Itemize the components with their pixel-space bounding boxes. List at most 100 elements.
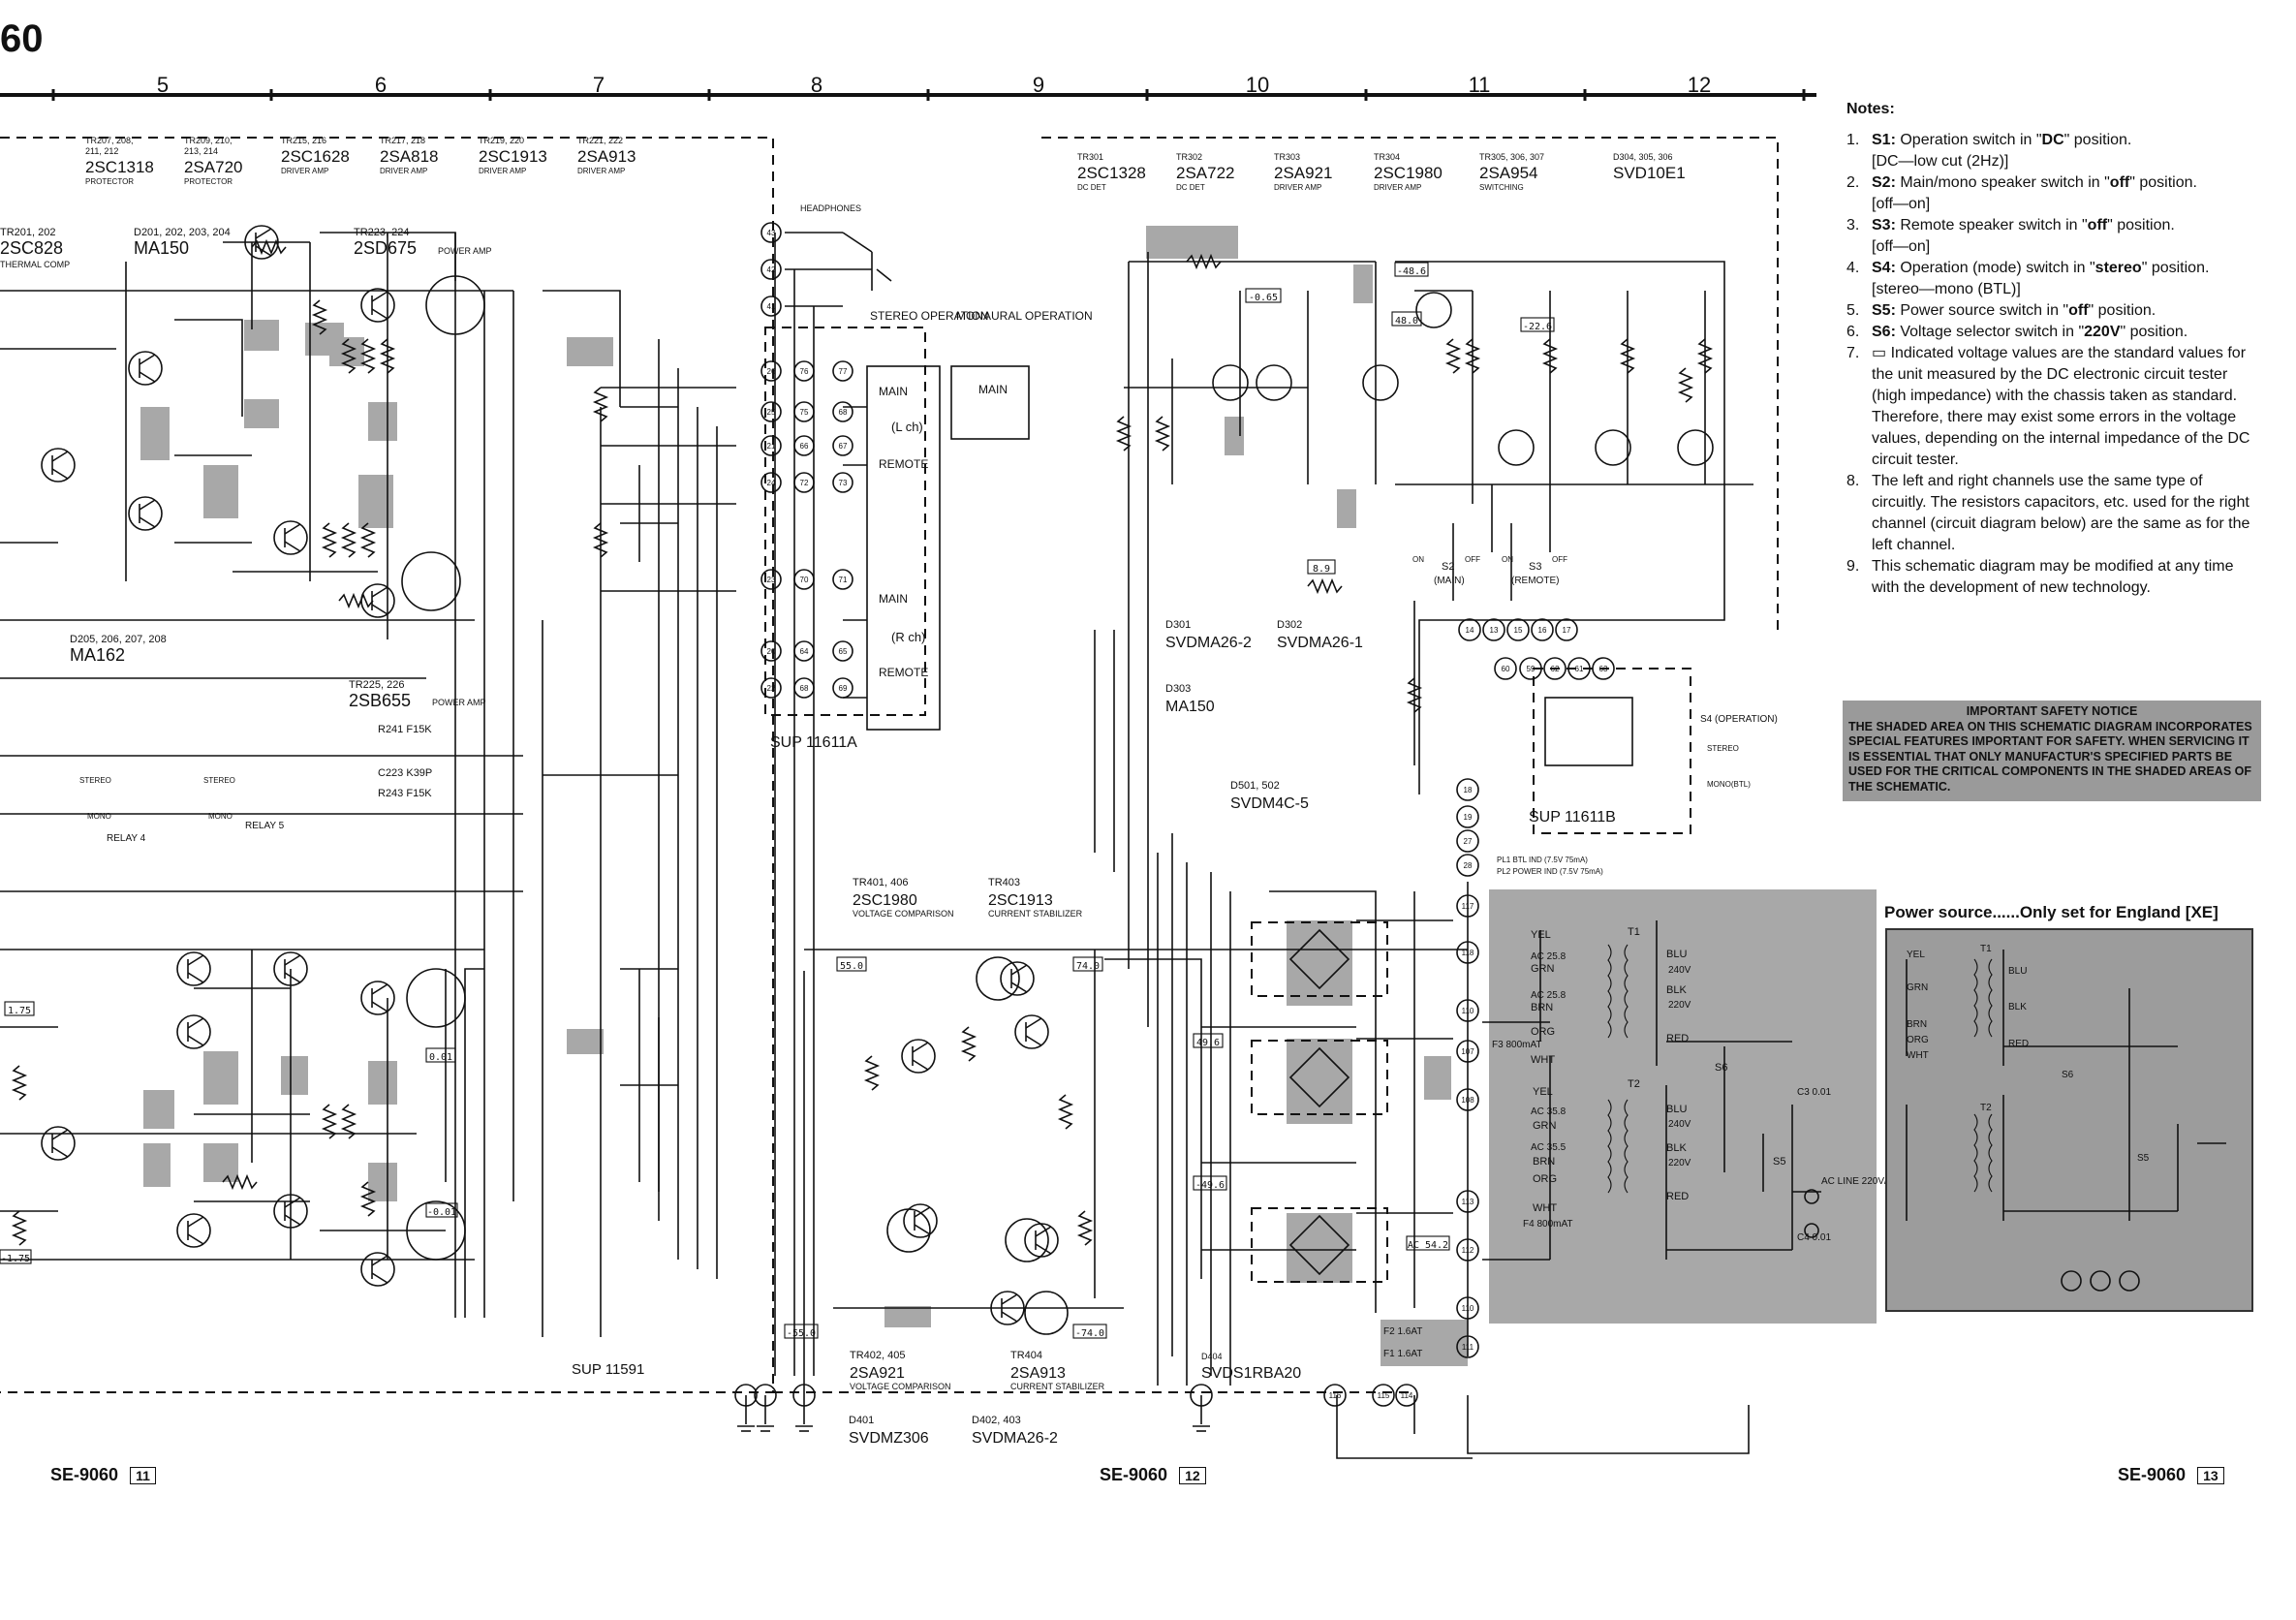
terminal-node: 42 bbox=[760, 259, 782, 280]
tr201-label: TR201, 202 bbox=[0, 227, 55, 238]
svg-text:17: 17 bbox=[1563, 626, 1571, 635]
col-7: 7 bbox=[593, 73, 605, 97]
component-labels: TR201, 202 2SC828 THERMAL COMP D201, 202… bbox=[0, 203, 1778, 1447]
svg-text:2SA954: 2SA954 bbox=[1479, 164, 1538, 182]
resistor-symbol bbox=[960, 1026, 977, 1062]
england-power-schematic: YEL GRN BRN ORG WHT BLU BLK RED T1 T2 S6… bbox=[1906, 944, 2226, 1292]
svg-text:19: 19 bbox=[1464, 813, 1473, 822]
note-1: 1. S1: Operation switch in "DC" position. bbox=[1846, 130, 2253, 151]
ground-symbol bbox=[1193, 1425, 1210, 1432]
svg-text:28: 28 bbox=[1464, 861, 1473, 870]
vbox-486: -48.6 bbox=[1394, 262, 1429, 277]
terminal-node: 23 bbox=[760, 569, 782, 590]
notes-panel: Notes: 1.S1: Operation switch in "DC" po… bbox=[1846, 99, 2253, 599]
svg-text:-1.75: -1.75 bbox=[1, 1254, 30, 1264]
terminal-node: 110 bbox=[1456, 999, 1479, 1022]
bridge-rectifier bbox=[1251, 1040, 1388, 1115]
svg-text:49.6: 49.6 bbox=[1196, 1038, 1220, 1048]
vbox-m175: -1.75 bbox=[0, 1249, 32, 1264]
note-number: 2. bbox=[1846, 174, 1860, 191]
resistor-symbol bbox=[592, 387, 609, 422]
svg-text:TR221, 222: TR221, 222 bbox=[577, 136, 623, 145]
note-subtext: [off—on] bbox=[1872, 238, 1931, 255]
svg-text:DRIVER AMP: DRIVER AMP bbox=[1274, 183, 1321, 192]
svg-text:-22.6: -22.6 bbox=[1523, 322, 1552, 332]
notes-list: 1. S1: Operation switch in "DC" position.… bbox=[1846, 130, 2253, 599]
svg-text:2SA913: 2SA913 bbox=[577, 147, 636, 166]
stereo-op-text: STEREO OPERATION bbox=[870, 309, 988, 323]
svg-text:1.75: 1.75 bbox=[8, 1006, 31, 1016]
note-subtext: Therefore, there may exist some errors i… bbox=[1872, 409, 2250, 468]
svg-text:112: 112 bbox=[1462, 1246, 1474, 1255]
tr402-label: TR402, 405 bbox=[850, 1350, 905, 1361]
svg-text:59: 59 bbox=[1527, 665, 1536, 673]
safety-notice: IMPORTANT SAFETY NOTICE THE SHADED AREA … bbox=[1843, 701, 2261, 801]
note-7: 7.▭ Indicated voltage values are the sta… bbox=[1846, 343, 2253, 407]
footer-model: SE-9060 bbox=[50, 1465, 119, 1484]
svg-text:211, 212: 211, 212 bbox=[85, 146, 118, 156]
resistor-symbol bbox=[1076, 1210, 1094, 1246]
svg-text:ORG: ORG bbox=[1531, 1026, 1555, 1038]
svg-text:PROTECTOR: PROTECTOR bbox=[184, 177, 233, 186]
d301-label: D301 bbox=[1165, 619, 1191, 631]
svg-text:RED: RED bbox=[1666, 1033, 1689, 1044]
resistor-symbol bbox=[340, 338, 357, 374]
transistor-symbol bbox=[273, 951, 308, 986]
svg-text:TR219, 220: TR219, 220 bbox=[479, 136, 524, 145]
svg-text:65: 65 bbox=[839, 647, 848, 656]
note-number: 1. bbox=[1846, 132, 1860, 148]
transistor-symbol bbox=[1014, 1014, 1049, 1049]
svg-text:TR302: TR302 bbox=[1176, 152, 1202, 162]
svg-text:DRIVER AMP: DRIVER AMP bbox=[281, 167, 328, 175]
terminal-node: 112 bbox=[1456, 1238, 1479, 1262]
svg-text:111: 111 bbox=[1462, 1343, 1474, 1352]
terminal-node: 62 bbox=[1543, 657, 1567, 680]
d402-part: SVDMA26-2 bbox=[972, 1430, 1058, 1447]
transistor-symbol bbox=[176, 951, 211, 986]
d201-label: D201, 202, 203, 204 bbox=[134, 227, 231, 238]
svg-text:220V: 220V bbox=[1668, 1000, 1691, 1011]
svg-text:26: 26 bbox=[767, 367, 776, 376]
resistor-symbol bbox=[592, 522, 609, 558]
svg-text:WHT: WHT bbox=[1533, 1202, 1557, 1214]
tr201-fn: THERMAL COMP bbox=[0, 260, 70, 269]
resistor-symbol bbox=[338, 592, 374, 609]
f2-label: F2 1.6AT bbox=[1383, 1326, 1422, 1337]
note-text: S1: Operation switch in "DC" position. bbox=[1872, 132, 2132, 148]
col-5: 5 bbox=[157, 73, 169, 97]
svg-text:13: 13 bbox=[1490, 626, 1499, 635]
tr404-fn: CURRENT STABILIZER bbox=[1010, 1382, 1105, 1391]
svg-text:SVD10E1: SVD10E1 bbox=[1613, 164, 1686, 182]
terminal-node: 117 bbox=[1456, 894, 1479, 918]
tr404-part: 2SA913 bbox=[1010, 1365, 1066, 1382]
svg-text:213, 214: 213, 214 bbox=[184, 146, 218, 156]
svg-text:116: 116 bbox=[1329, 1391, 1342, 1400]
svg-text:DC DET: DC DET bbox=[1176, 183, 1205, 192]
svg-text:77: 77 bbox=[839, 367, 848, 376]
svg-text:F3 800mAT: F3 800mAT bbox=[1492, 1040, 1542, 1050]
svg-text:BLU: BLU bbox=[1666, 949, 1687, 960]
svg-text:GRN: GRN bbox=[1531, 963, 1555, 975]
safety-title: IMPORTANT SAFETY NOTICE bbox=[1966, 704, 2138, 718]
remote-label-l: REMOTE bbox=[879, 457, 928, 471]
terminal-node: 65 bbox=[832, 640, 853, 662]
resistor-symbol bbox=[251, 238, 287, 256]
d302-label: D302 bbox=[1277, 619, 1302, 631]
off-label-a: OFF bbox=[1465, 555, 1480, 564]
dc-protection-section bbox=[1094, 252, 1753, 1027]
terminal-node: 110 bbox=[1456, 1296, 1479, 1320]
svg-text:25: 25 bbox=[767, 408, 776, 417]
svg-text:TR215, 216: TR215, 216 bbox=[281, 136, 326, 145]
terminal-node: 61 bbox=[1567, 657, 1591, 680]
svg-text:TR217, 218: TR217, 218 bbox=[380, 136, 425, 145]
relay5-label: RELAY 5 bbox=[245, 821, 285, 831]
d302-part: SVDMA26-1 bbox=[1277, 635, 1363, 651]
svg-text:22: 22 bbox=[767, 684, 776, 693]
terminal-node: 116 bbox=[1323, 1384, 1347, 1407]
svg-text:BRN: BRN bbox=[1531, 1002, 1553, 1013]
